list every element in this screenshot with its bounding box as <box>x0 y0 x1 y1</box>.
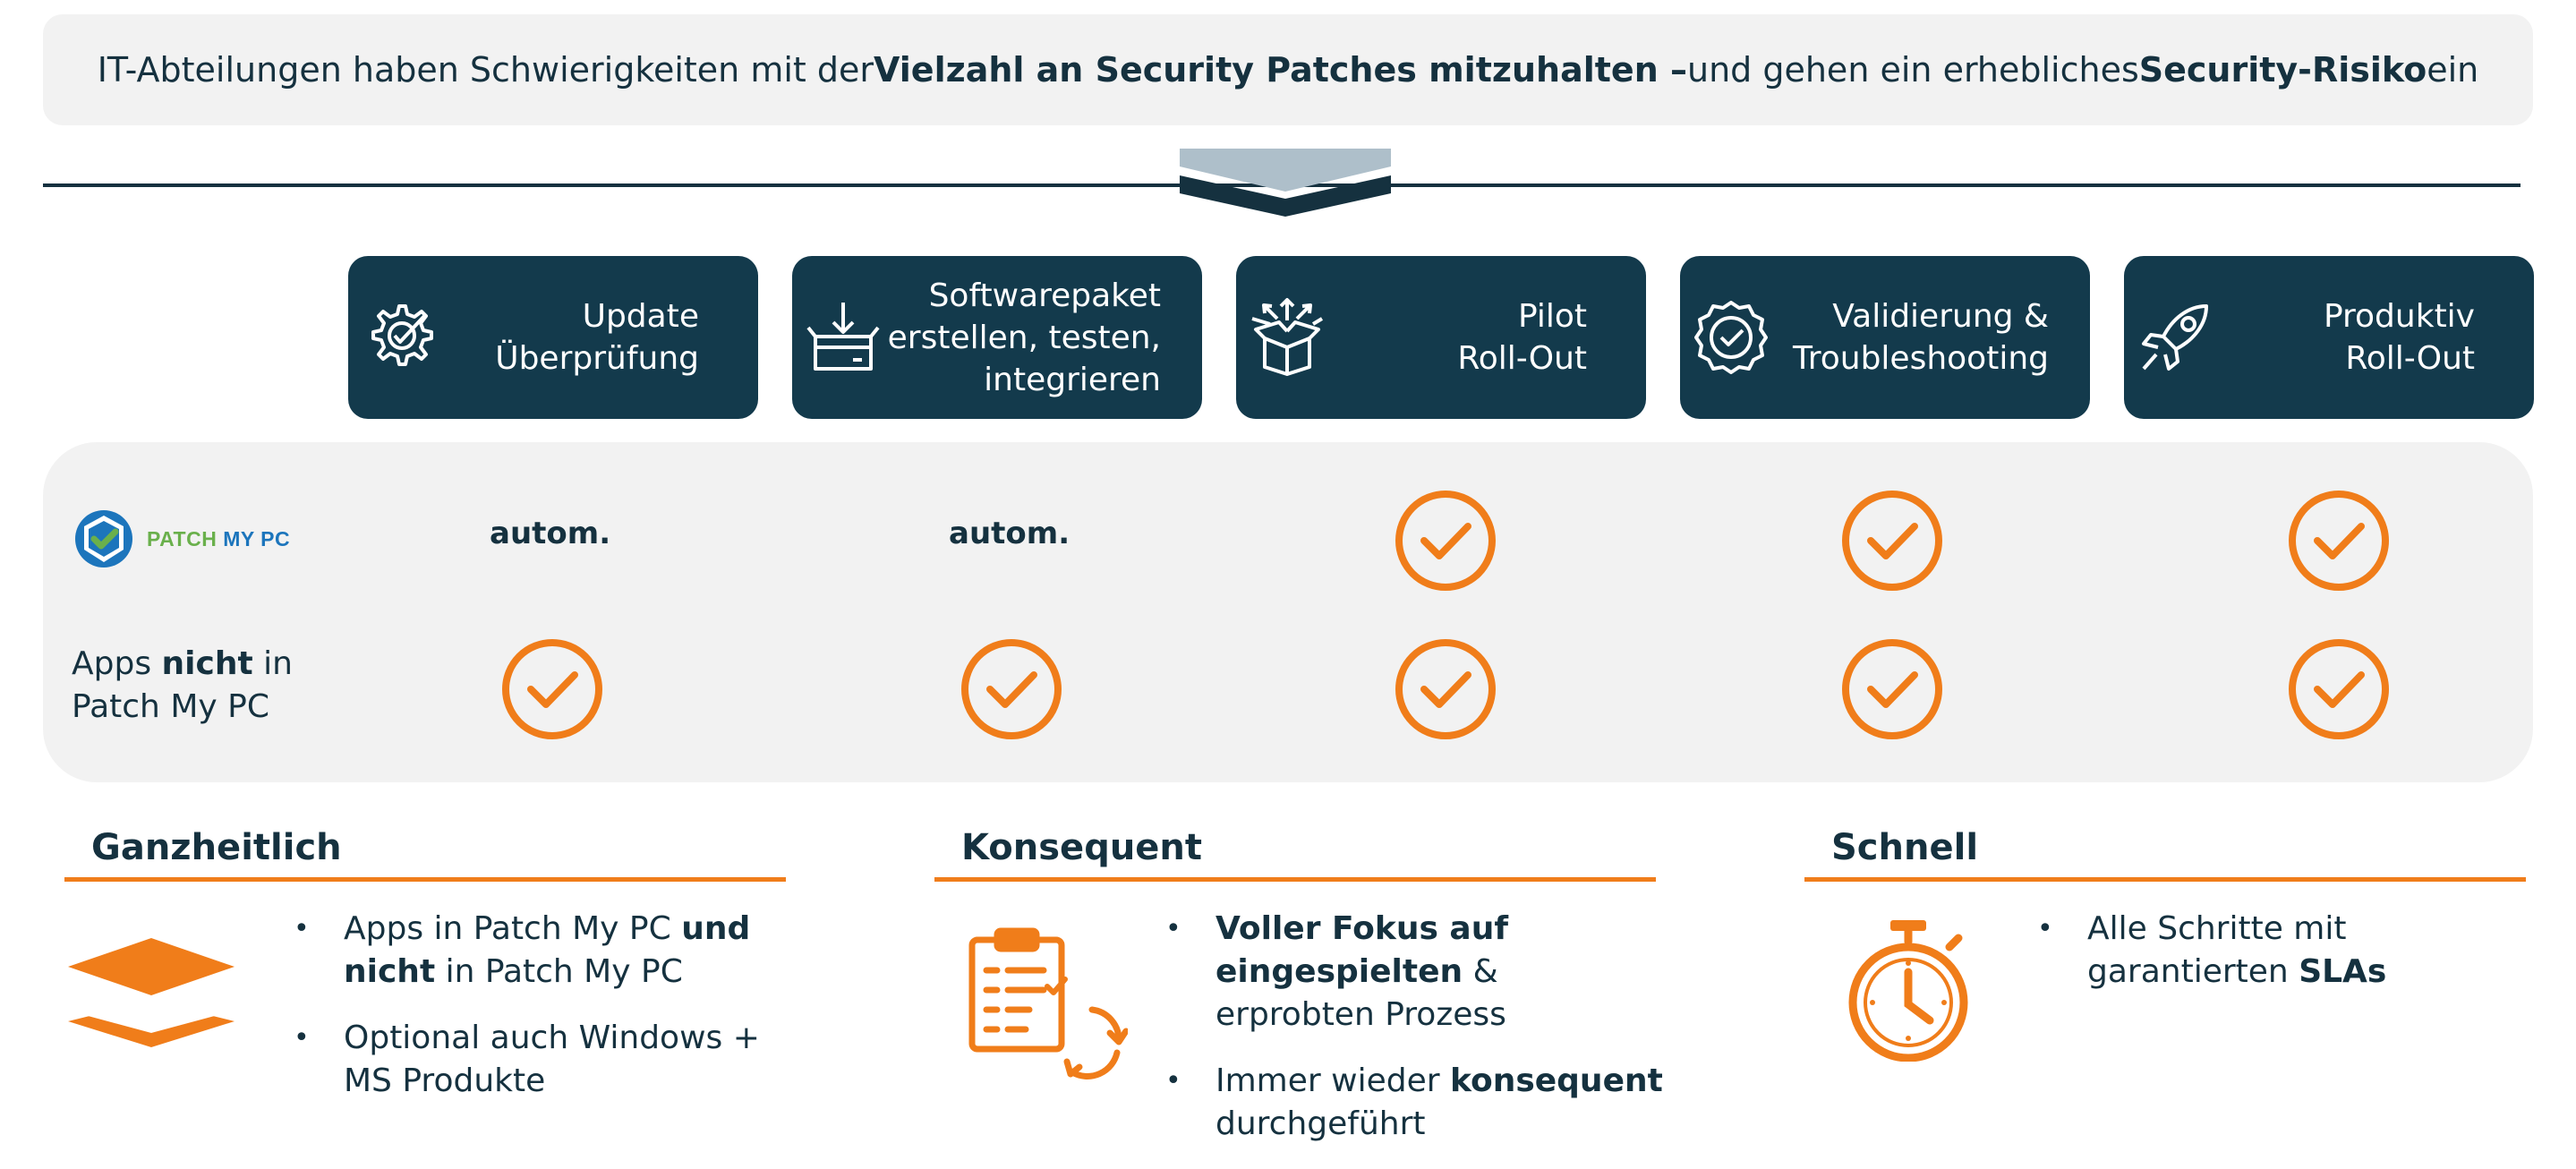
step-line: Update <box>582 298 699 335</box>
step-label: Produktiv Roll-Out <box>2324 256 2475 419</box>
clipboard-cycle-icon <box>968 927 1128 1079</box>
bullet-item: Apps in Patch My PC und nicht in Patch M… <box>294 908 795 994</box>
rocket-icon <box>2142 304 2208 371</box>
step-line: Überprüfung <box>495 340 699 377</box>
step-label: Softwarepaket erstellen, testen, integri… <box>888 256 1161 419</box>
check-circle-icon <box>1395 491 1496 591</box>
column-title-ganzheitlich: Ganzheitlich <box>91 827 342 868</box>
step-validierung: Validierung & Troubleshooting <box>1680 256 2090 419</box>
bullets-konsequent: Voller Fokus auf eingespielten & erprobt… <box>1165 908 1667 1169</box>
text-run: Security-Risiko <box>2138 50 2427 90</box>
step-line: Roll-Out <box>2345 340 2475 377</box>
step-softwarepaket: Softwarepaket erstellen, testen, integri… <box>792 256 1202 419</box>
check-circle-icon <box>2289 639 2389 739</box>
step-line: erstellen, testen, <box>887 319 1161 356</box>
step-produktiv-rollout: Produktiv Roll-Out <box>2124 256 2534 419</box>
text-run: ein <box>2427 50 2479 90</box>
step-line: Produktiv <box>2323 298 2475 335</box>
step-line: Pilot <box>1517 298 1587 335</box>
box-arrows-icon <box>1251 298 1324 376</box>
logo-word-mypc: MY PC <box>217 526 291 550</box>
badge-check-icon <box>1694 301 1768 374</box>
bullet-item: Optional auch Windows + MS Produkte <box>294 1017 795 1103</box>
cell-autom: autom. <box>490 516 611 551</box>
chevron-down-icon <box>1180 149 1391 217</box>
text-run: in <box>252 645 293 682</box>
step-line: Troubleshooting <box>1793 340 2049 377</box>
check-circle-icon <box>1842 491 1942 591</box>
text-run: Patch My PC <box>72 688 269 725</box>
check-circle-icon <box>1395 639 1496 739</box>
text-run: Apps <box>72 645 162 682</box>
text-run: & erprobten Prozess <box>1215 953 1506 1033</box>
logo-word-patch: PATCH <box>147 526 218 550</box>
comparison-panel <box>43 442 2533 782</box>
text-run: Alle Schritte mit garantierten <box>2087 910 2347 990</box>
check-circle-icon <box>1842 639 1942 739</box>
text-run: konsequent <box>1449 1062 1663 1099</box>
headline-banner: IT-Abteilungen haben Schwierigkeiten mit… <box>43 14 2533 125</box>
text-run: IT-Abteilungen haben Schwierigkeiten mit… <box>97 50 874 90</box>
step-label: Update Überprüfung <box>495 256 699 419</box>
text-run: SLAs <box>2299 953 2387 990</box>
text-run: Optional auch Windows + MS Produkte <box>344 1020 760 1099</box>
text-run: nicht <box>161 645 253 682</box>
bullet-item: Alle Schritte mit garantierten SLAs <box>2037 908 2538 994</box>
step-label: Validierung & Troubleshooting <box>1793 256 2049 419</box>
check-circle-icon <box>2289 491 2389 591</box>
bullet-item: Voller Fokus auf eingespielten & erprobt… <box>1165 908 1667 1037</box>
text-run: Voller Fokus auf eingespielten <box>1215 910 1508 990</box>
step-pilot-rollout: Pilot Roll-Out <box>1236 256 1646 419</box>
text-run: durchgeführt <box>1215 1105 1426 1142</box>
bullets-schnell: Alle Schritte mit garantierten SLAs <box>2037 908 2538 1017</box>
column-title-schnell: Schnell <box>1831 827 1979 868</box>
text-run: Vielzahl an Security Patches mitzuhalten… <box>874 50 1687 90</box>
bullet-item: Immer wieder konsequent durchgeführt <box>1165 1060 1667 1146</box>
check-circle-icon <box>502 639 602 739</box>
text-run: Apps in Patch My PC <box>344 910 682 947</box>
text-run: und nicht <box>344 910 751 990</box>
text-run: in Patch My PC <box>435 953 683 990</box>
check-circle-icon <box>961 639 1062 739</box>
step-label: Pilot Roll-Out <box>1457 256 1587 419</box>
stopwatch-icon <box>1848 920 1968 1062</box>
patchmypc-logo-text: PATCH MY PC <box>147 527 290 551</box>
cell-autom: autom. <box>949 516 1070 551</box>
patchmypc-logo-icon <box>75 510 132 567</box>
step-line: Softwarepaket <box>928 277 1161 314</box>
text-run: und gehen ein erhebliches <box>1686 50 2139 90</box>
column-rule <box>934 877 1656 882</box>
step-update-pruefung: Update Überprüfung <box>348 256 758 419</box>
layers-icon <box>68 938 235 1047</box>
step-line: Roll-Out <box>1457 340 1587 377</box>
column-rule <box>1804 877 2526 882</box>
column-rule <box>64 877 786 882</box>
step-line: integrieren <box>984 361 1161 398</box>
box-download-icon <box>806 303 880 371</box>
gear-check-icon <box>371 304 433 366</box>
patchmypc-logo: PATCH MY PC <box>73 508 290 569</box>
step-line: Validierung & <box>1832 298 2049 335</box>
bullets-ganzheitlich: Apps in Patch My PC und nicht in Patch M… <box>294 908 795 1126</box>
text-run: Immer wieder <box>1215 1062 1450 1099</box>
column-title-konsequent: Konsequent <box>961 827 1203 868</box>
